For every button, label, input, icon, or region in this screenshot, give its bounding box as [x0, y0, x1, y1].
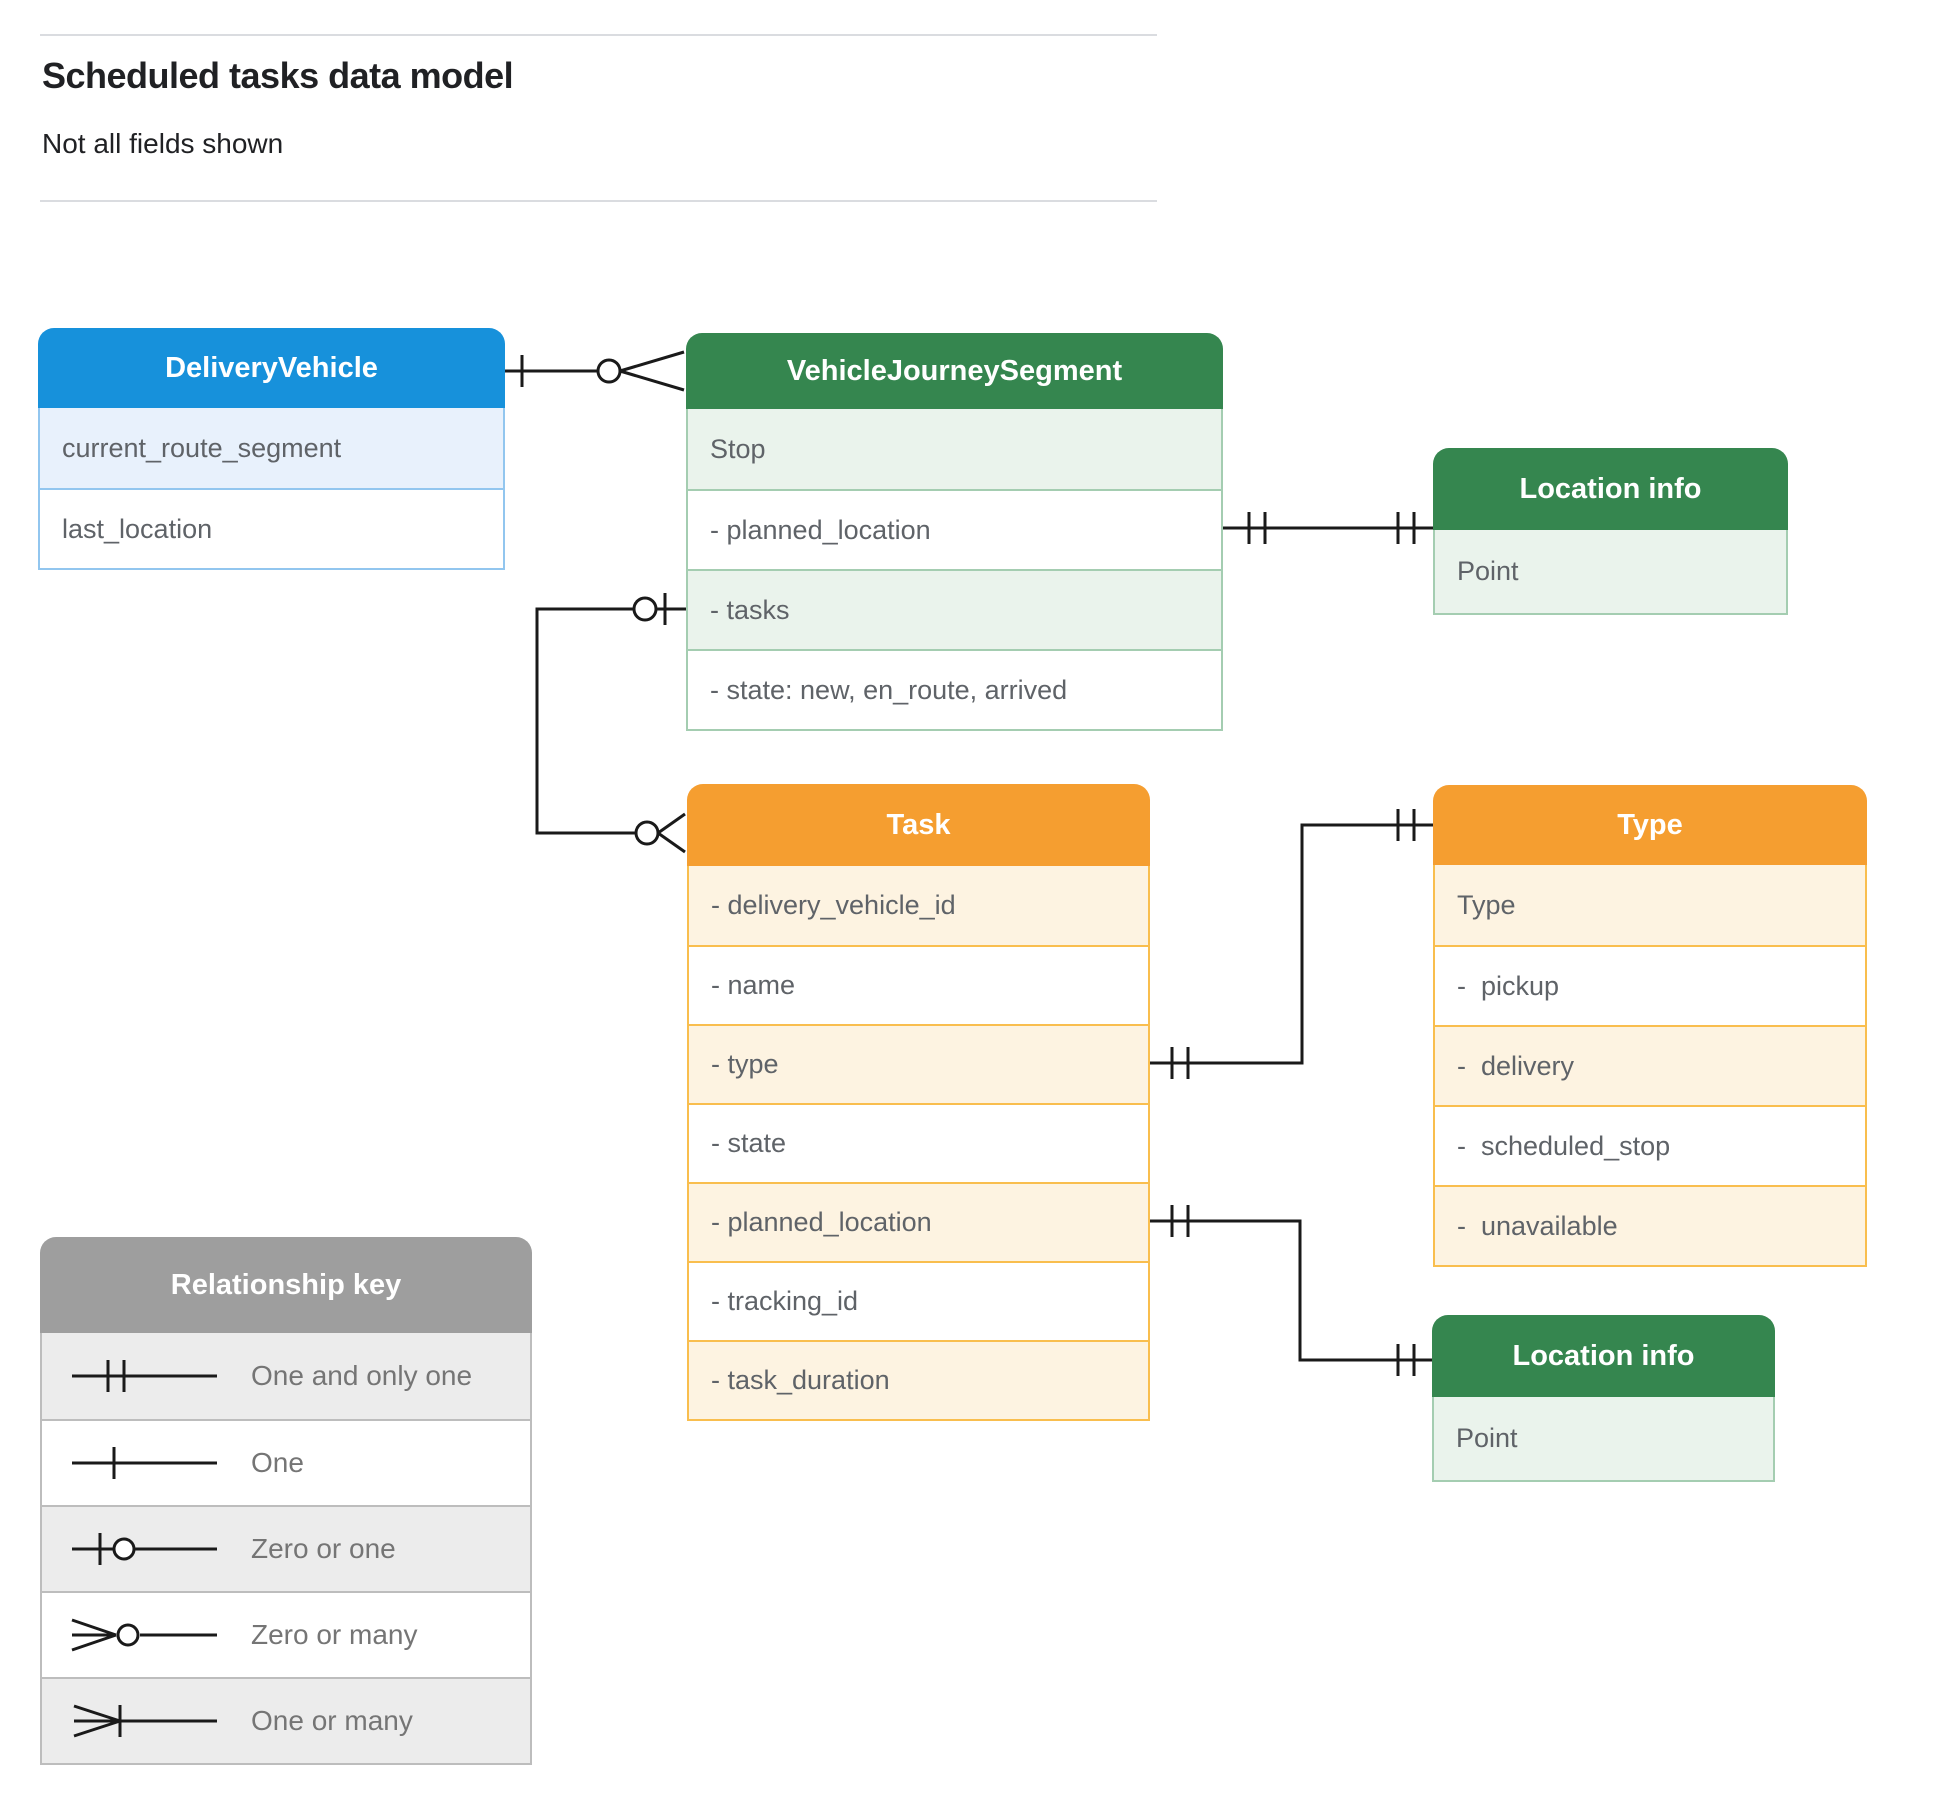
entity-vehicle-journey-segment-header: VehicleJourneySegment: [686, 333, 1223, 409]
legend-label: One: [251, 1447, 304, 1478]
legend-label: One and only one: [251, 1360, 473, 1391]
zero-or-one-icon: [72, 1533, 217, 1565]
field-label: Stop: [710, 433, 766, 464]
field-row: - planned_location: [689, 1182, 1148, 1261]
legend-item: Zero or many: [42, 1591, 530, 1677]
field-label: - unavailable: [1457, 1210, 1618, 1241]
subtitle-rule: [40, 200, 1157, 202]
entity-location-info-bottom-rows: Point: [1432, 1397, 1775, 1482]
entity-type-rows: Type - pickup - delivery - scheduled_sto…: [1433, 865, 1867, 1267]
field-label: Point: [1456, 1423, 1518, 1453]
field-label: Point: [1457, 556, 1519, 586]
field-label: last_location: [62, 513, 213, 544]
field-row: - tracking_id: [689, 1261, 1148, 1340]
page-title: Scheduled tasks data model: [42, 55, 514, 96]
entity-vehicle-journey-segment-rows: Stop - planned_location - tasks - state:…: [686, 409, 1223, 731]
top-rule: [40, 34, 1157, 36]
entity-delivery-vehicle: DeliveryVehicle current_route_segment la…: [38, 328, 505, 570]
field-label: - state: [711, 1128, 787, 1158]
legend-label: One or many: [251, 1705, 413, 1736]
field-row: - pickup: [1435, 945, 1865, 1025]
legend-label: Zero or many: [251, 1619, 418, 1650]
field-label: - task_duration: [711, 1365, 890, 1395]
connector-tasks-task: [535, 593, 686, 854]
relationship-key-rows: One and only one One Zero or one Zero or…: [40, 1333, 532, 1765]
zero-or-many-icon: [71, 1618, 217, 1652]
entity-title: Type: [1617, 808, 1683, 841]
field-row: Type: [1435, 865, 1865, 945]
relationship-key-header: Relationship key: [40, 1237, 532, 1333]
entity-title: Task: [886, 808, 951, 841]
one-and-only-one-icon: [72, 1360, 217, 1392]
entity-delivery-vehicle-rows: current_route_segment last_location: [38, 408, 505, 570]
connector-plannedlocation-locationinfo1: [1223, 512, 1433, 544]
page-subtitle: Not all fields shown: [42, 128, 284, 159]
field-row: - delivery_vehicle_id: [689, 866, 1148, 945]
field-row: Point: [1435, 530, 1786, 613]
entity-delivery-vehicle-header: DeliveryVehicle: [38, 328, 505, 408]
entity-task-rows: - delivery_vehicle_id - name - type - st…: [687, 866, 1150, 1421]
field-label: - tasks: [710, 594, 790, 625]
field-row: - name: [689, 945, 1148, 1024]
entity-location-info-top-header: Location info: [1433, 448, 1788, 530]
field-row: Point: [1434, 1397, 1773, 1480]
field-row: - delivery: [1435, 1025, 1865, 1105]
legend-title: Relationship key: [170, 1268, 402, 1301]
entity-title: DeliveryVehicle: [165, 351, 378, 384]
entity-task: Task - delivery_vehicle_id - name - type…: [687, 784, 1150, 1421]
field-label: - name: [711, 970, 796, 1000]
legend-item: One: [42, 1419, 530, 1505]
legend-label: Zero or one: [251, 1533, 396, 1564]
legend-item: One or many: [42, 1677, 530, 1763]
legend-item: One and only one: [42, 1333, 530, 1419]
field-label: - delivery_vehicle_id: [711, 890, 956, 920]
field-label: - delivery: [1457, 1050, 1575, 1081]
entity-title: Location info: [1512, 1339, 1695, 1372]
field-row: - planned_location: [688, 489, 1221, 569]
entity-title: Location info: [1519, 472, 1702, 505]
field-label: - planned_location: [710, 514, 931, 545]
field-row: - unavailable: [1435, 1185, 1865, 1265]
one-icon: [72, 1447, 217, 1479]
entity-type-header: Type: [1433, 785, 1867, 865]
entity-vehicle-journey-segment: VehicleJourneySegment Stop - planned_loc…: [686, 333, 1223, 731]
field-row: current_route_segment: [40, 408, 503, 488]
entity-type: Type Type - pickup - delivery - schedule…: [1433, 785, 1867, 1267]
field-row: - type: [689, 1024, 1148, 1103]
field-label: - scheduled_stop: [1457, 1130, 1671, 1161]
connector-deliveryvehicle-vehiclejourneysegment: [505, 350, 685, 392]
entity-location-info-bottom-header: Location info: [1432, 1315, 1775, 1397]
entity-location-info-bottom: Location info Point: [1432, 1315, 1775, 1482]
legend-item: Zero or one: [42, 1505, 530, 1591]
field-label: - type: [711, 1049, 779, 1079]
connector-plannedlocation-locationinfo2: [1150, 1205, 1432, 1376]
field-label: - state: new, en_route, arrived: [710, 674, 1068, 705]
field-row: - state: [689, 1103, 1148, 1182]
field-row: last_location: [40, 488, 503, 568]
entity-location-info-top-rows: Point: [1433, 530, 1788, 615]
field-label: - tracking_id: [711, 1286, 859, 1316]
field-label: Type: [1457, 889, 1516, 920]
entity-location-info-top: Location info Point: [1433, 448, 1788, 615]
field-row: - scheduled_stop: [1435, 1105, 1865, 1185]
connector-type-type-entity: [1150, 809, 1433, 1079]
relationship-key: Relationship key One and only one One Ze…: [40, 1237, 532, 1765]
field-label: current_route_segment: [62, 432, 342, 463]
field-row: - tasks: [688, 569, 1221, 649]
field-row: - task_duration: [689, 1340, 1148, 1419]
entity-task-header: Task: [687, 784, 1150, 866]
field-row: - state: new, en_route, arrived: [688, 649, 1221, 729]
field-label: - pickup: [1457, 970, 1560, 1001]
field-label: - planned_location: [711, 1207, 932, 1237]
field-row: Stop: [688, 409, 1221, 489]
entity-title: VehicleJourneySegment: [786, 354, 1123, 387]
one-or-many-icon: [73, 1704, 217, 1738]
